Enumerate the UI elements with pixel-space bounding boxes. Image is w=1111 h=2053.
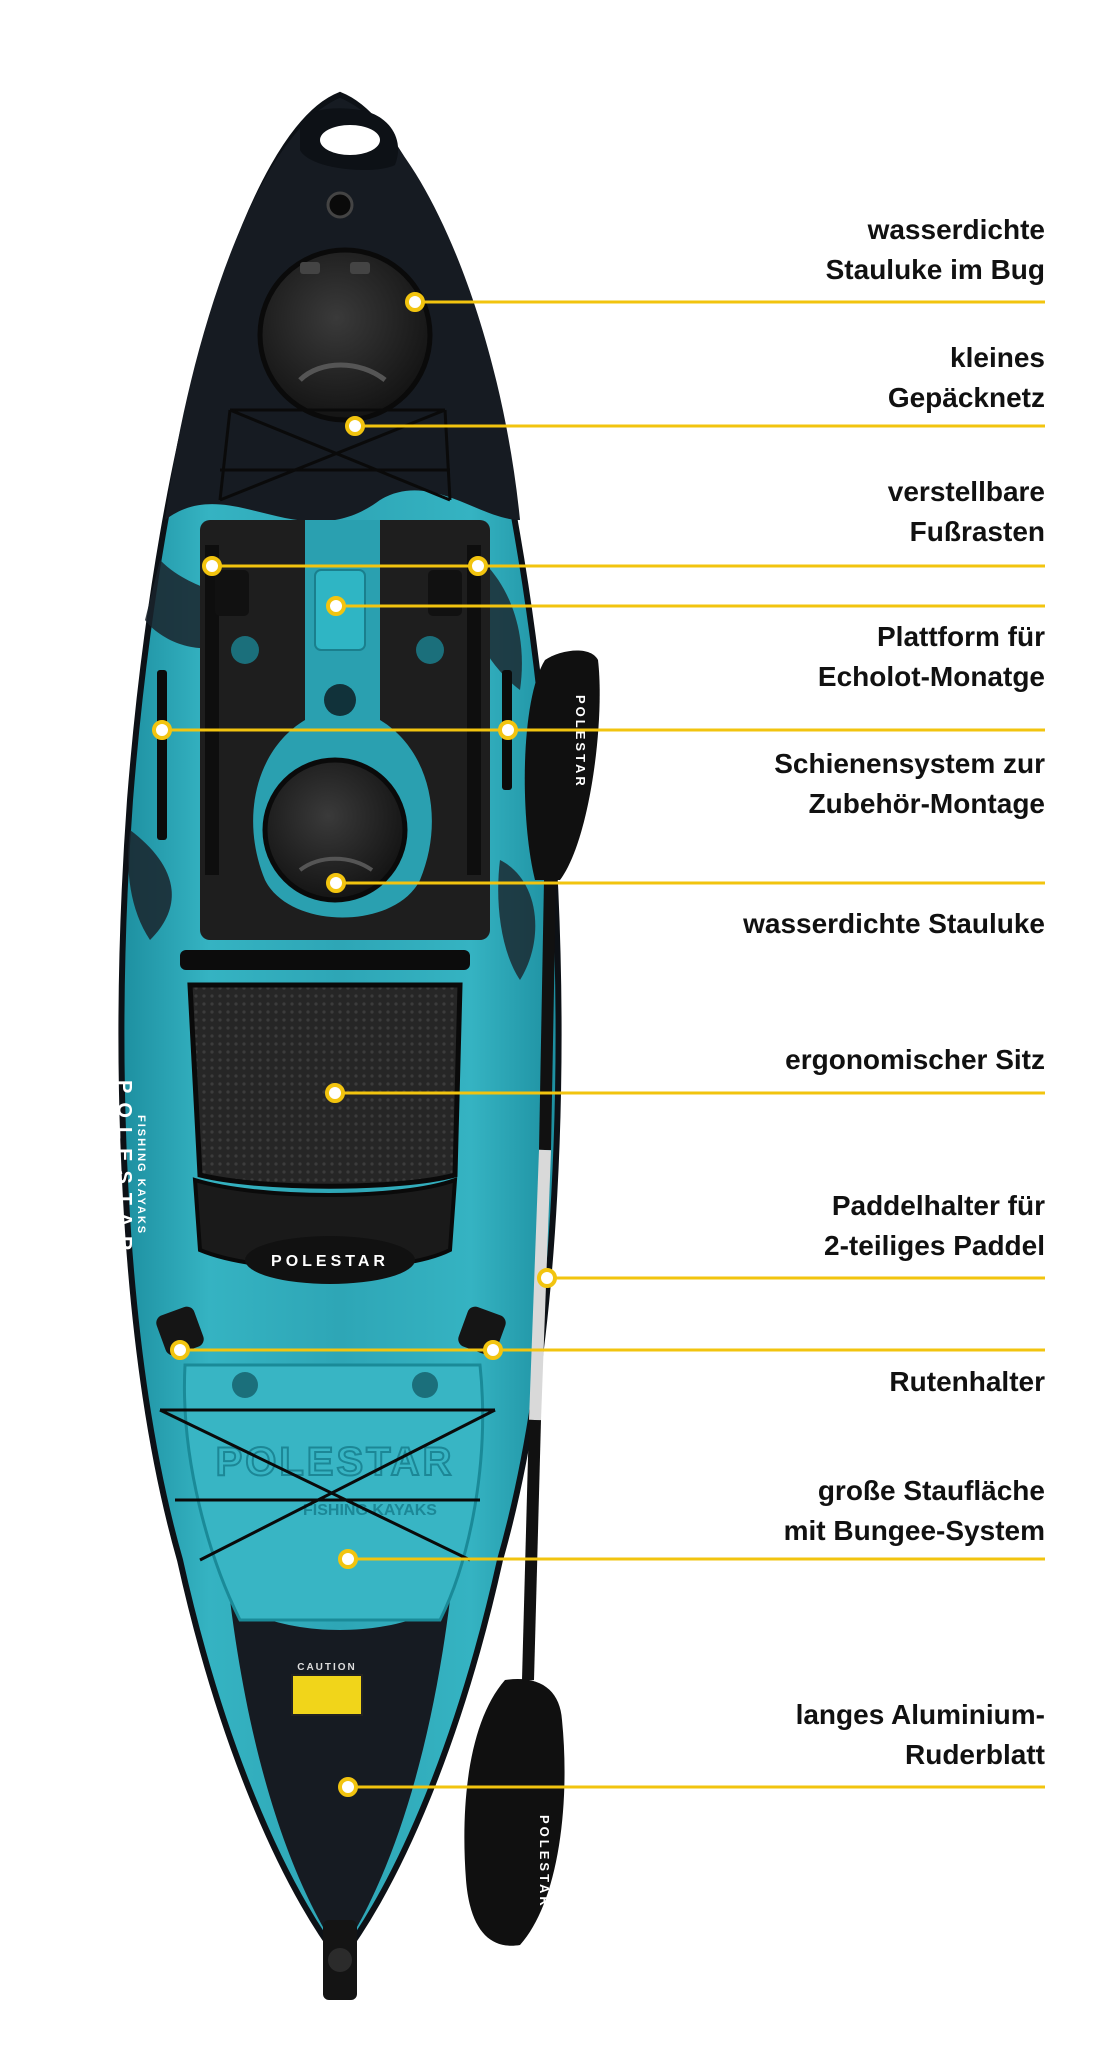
caution-label: CAUTION	[297, 1662, 357, 1673]
paddle: POLESTAR POLESTAR	[464, 650, 600, 1946]
callout-dot	[170, 1340, 190, 1360]
rudder-pivot	[328, 1948, 352, 1972]
kayak-stern-dark	[230, 1600, 450, 1955]
callout-label-tank-well: große Staufläche mit Bungee-System	[783, 1475, 1045, 1546]
foot-brace-track	[467, 545, 481, 875]
foot-brace	[428, 570, 462, 616]
callout-label-bungee-net-small: kleines Gepäcknetz	[887, 342, 1045, 413]
paddle-lower-brand: POLESTAR	[537, 1815, 552, 1909]
foot-brace	[215, 570, 249, 616]
callout-dot	[152, 720, 172, 740]
callout-dot	[326, 596, 346, 616]
paddle-shaft-lower	[522, 1419, 541, 1681]
callout-dot	[338, 1777, 358, 1797]
scupper-hole	[324, 684, 356, 716]
callout-lines	[152, 292, 1045, 1797]
center-hatch-lid	[262, 757, 408, 903]
callout-label-rod-holder: Rutenhalter	[889, 1366, 1045, 1397]
center-hatch-latch	[298, 856, 374, 872]
rod-holder-left	[156, 1306, 204, 1356]
callout-label-rail-system: Schienensystem zur Zubehör-Montage	[774, 748, 1045, 819]
callout-dot	[483, 1340, 503, 1360]
callout-dot	[338, 1549, 358, 1569]
callout-dot	[326, 873, 346, 893]
paddle-shaft-upper	[539, 879, 556, 1151]
scupper-hole	[412, 1372, 438, 1398]
caution-sticker	[291, 1674, 363, 1716]
callout-label-fishfinder-platform: Plattform für Echolot-Monatge	[817, 621, 1045, 692]
bow-hatch-hinge	[300, 262, 320, 274]
paddle-upper-brand: POLESTAR	[573, 695, 588, 789]
kayak-marble-patch	[498, 860, 536, 980]
paddle-upper-blade	[524, 650, 600, 880]
scupper-hole	[416, 636, 444, 664]
callout-label-center-hatch: wasserdichte Stauluke	[743, 908, 1045, 939]
bow-hatch-hinge	[350, 262, 370, 274]
foot-brace-track	[205, 545, 219, 875]
bow-hatch-lid	[257, 247, 433, 423]
callout-dot	[202, 556, 222, 576]
callout-label-seat: ergonomischer Sitz	[785, 1044, 1045, 1075]
callout-dot	[537, 1268, 557, 1288]
scupper-hole	[231, 636, 259, 664]
seat-frame	[180, 950, 470, 970]
callout-dot	[405, 292, 425, 312]
paddle-lower-blade	[464, 1679, 565, 1946]
bow-drain-plug	[326, 191, 354, 219]
tank-well-brand: POLESTAR	[216, 1440, 455, 1484]
callout-label-paddle-blade: langes Aluminium- Ruderblatt	[795, 1699, 1045, 1770]
hull-side-brand: POLESTAR	[113, 1080, 135, 1259]
bow-hatch-latch	[298, 362, 387, 382]
tank-well-bungee	[159, 1408, 496, 1562]
callout-label-foot-braces: verstellbare Fußrasten	[887, 476, 1045, 547]
callout-dot	[345, 416, 365, 436]
scupper-hole	[232, 1372, 258, 1398]
bow-handle-hole	[320, 125, 380, 155]
callout-dot	[325, 1083, 345, 1103]
seat-back	[187, 982, 463, 1189]
callout-label-paddle-holder: Paddelhalter für 2-teiliges Paddel	[824, 1190, 1045, 1261]
seat-logo-badge	[245, 1236, 415, 1284]
seat-brand-label: POLESTAR	[271, 1253, 389, 1270]
kayak-marble-patch	[128, 830, 172, 940]
callout-label-bow-hatch: wasserdichte Stauluke im Bug	[825, 214, 1045, 285]
callout-dot	[468, 556, 488, 576]
accessory-rail	[157, 670, 167, 840]
hull-side-brand-sub: FISHING KAYAKS	[135, 1115, 147, 1235]
callout-dot	[498, 720, 518, 740]
